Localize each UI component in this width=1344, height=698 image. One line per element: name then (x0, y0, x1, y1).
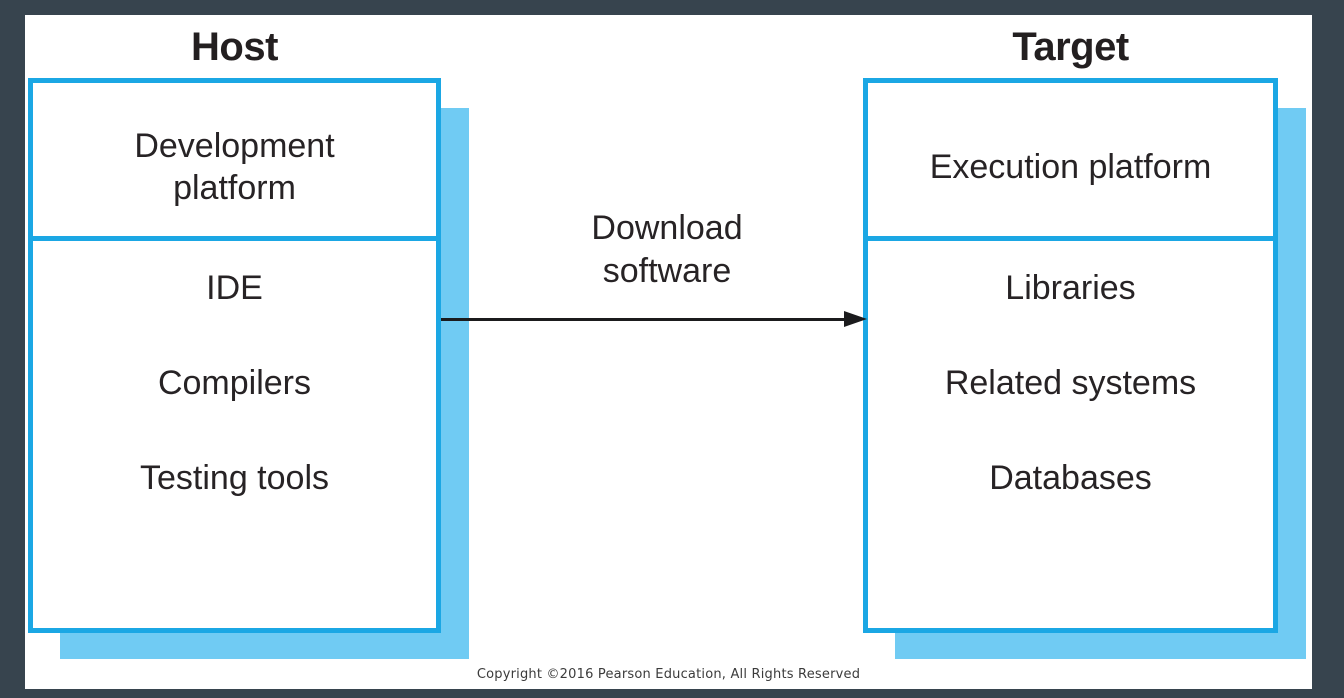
target-platform-section: Execution platform (868, 83, 1273, 241)
list-item: Libraries (1005, 269, 1136, 307)
list-item: Databases (989, 459, 1152, 497)
arrow-line (441, 318, 855, 321)
copyright-text: Copyright ©2016 Pearson Education, All R… (476, 667, 861, 682)
host-box: Development platform IDE Compilers Testi… (28, 78, 441, 633)
host-tools-section: IDE Compilers Testing tools (33, 241, 436, 628)
download-arrow (441, 311, 867, 328)
target-heading: Target (1012, 25, 1129, 69)
download-arrow-label: Download software (591, 209, 743, 290)
list-item: IDE (206, 269, 263, 307)
slide-canvas: Host Target Development platform IDE Com… (25, 15, 1312, 689)
target-box: Execution platform Libraries Related sys… (863, 78, 1278, 633)
host-heading: Host (191, 25, 278, 69)
target-resources-section: Libraries Related systems Databases (868, 241, 1273, 628)
arrow-head-icon (844, 311, 867, 327)
list-item: Testing tools (140, 459, 329, 497)
list-item: Related systems (944, 364, 1197, 402)
host-platform-section: Development platform (33, 83, 436, 241)
host-platform-label: Development platform (134, 126, 335, 207)
target-platform-label: Execution platform (929, 147, 1212, 186)
list-item: Compilers (157, 364, 312, 402)
